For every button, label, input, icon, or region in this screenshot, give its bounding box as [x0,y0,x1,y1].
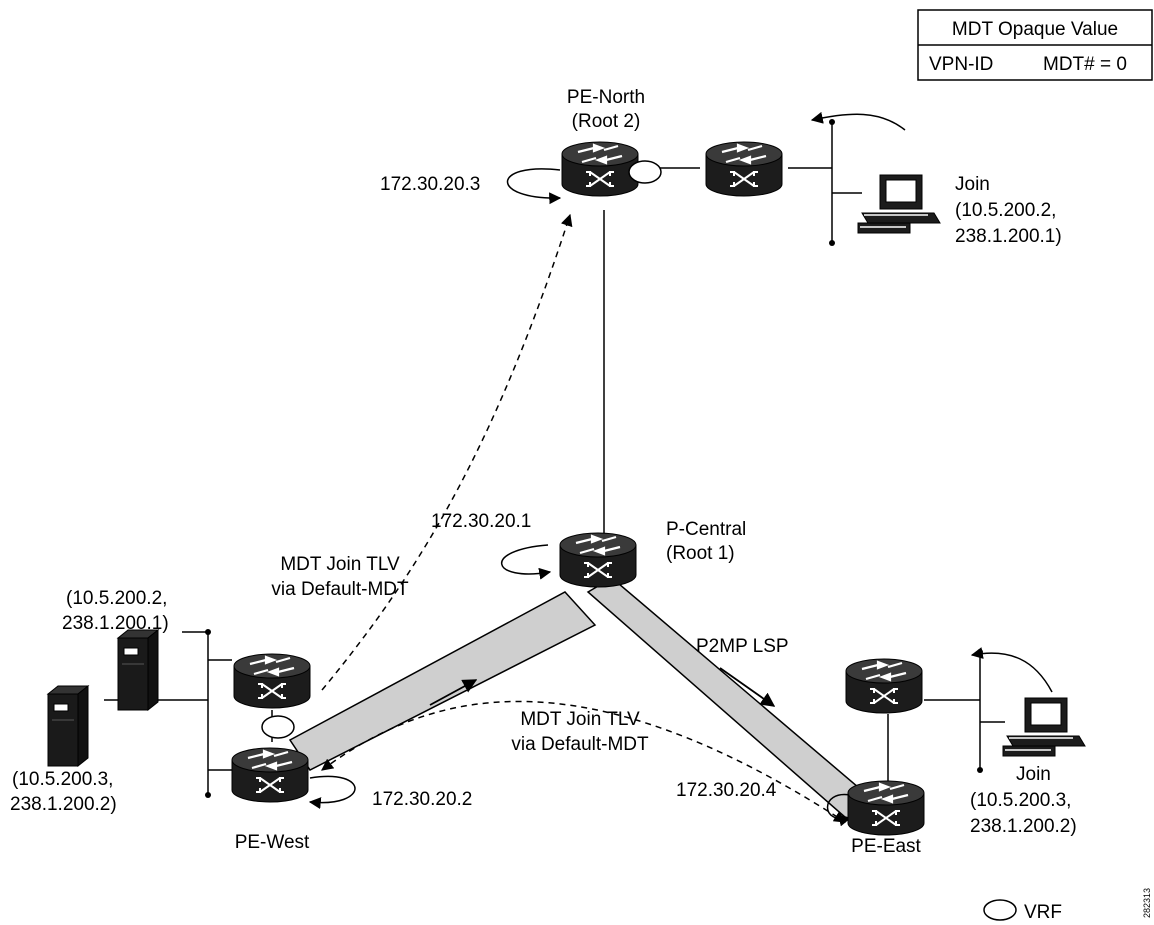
mdt-join-north-line2: via Default-MDT [271,579,409,600]
join-arrow-east [970,647,1053,693]
pe-north-role: (Root 2) [572,111,641,132]
receiver-east-line2: 238.1.200.2) [970,816,1077,837]
vrf-legend-label: VRF [1024,902,1062,923]
pe-west-name: PE-West [235,832,310,853]
workstation-icon-east [1002,697,1086,757]
mdt-join-path-east [321,700,847,823]
router-icon-pe-north [560,140,640,198]
source-upper-line2: 238.1.200.1) [62,613,169,634]
receiver-north-line1: (10.5.200.2, [955,200,1056,221]
table-header: MDT Opaque Value [952,19,1118,40]
vrf-icon-pe-north [628,160,662,184]
receiver-north-line2: 238.1.200.1) [955,226,1062,247]
receiver-east-action: Join [1016,764,1051,785]
mdt-join-path-north [321,213,573,691]
source-lower-line2: 238.1.200.2) [10,794,117,815]
mdt-join-east-line1: MDT Join TLV [520,709,640,730]
router-icon-ce-east [844,657,924,715]
mdt-opaque-value-table: MDT Opaque Value VPN-ID MDT# = 0 [917,9,1153,81]
vrf-icon-pe-west [261,715,295,739]
pe-north-name: PE-North [567,87,645,108]
p2mp-lsp-tube-west [288,591,597,771]
pe-east-name: PE-East [851,836,921,857]
p2mp-lsp-label: P2MP LSP [696,636,789,657]
receiver-north-action: Join [955,174,990,195]
pe-east-address: 172.30.20.4 [676,780,777,801]
pe-north-address: 172.30.20.3 [380,174,480,195]
source-upper-line1: (10.5.200.2, [66,588,167,609]
router-icon-pe-west [230,746,310,804]
router-icon-pe-east [846,779,926,837]
address-loops [308,168,852,827]
table-mdt-number: MDT# = 0 [1043,54,1127,75]
p-central-address: 172.30.20.1 [431,511,531,532]
receiver-east-line1: (10.5.200.3, [970,790,1071,811]
vrf-icon-legend [983,899,1017,921]
server-icon-upper [117,629,159,711]
figure-id: 282313 [1142,888,1152,918]
server-icon-lower [47,685,89,767]
mdt-join-east-line2: via Default-MDT [511,734,649,755]
mdt-join-paths [321,111,1053,823]
source-lower-line1: (10.5.200.3, [12,769,113,790]
pe-west-address: 172.30.20.2 [372,789,472,810]
p-central-name: P-Central [666,519,746,540]
p2mp-arrow-east [719,667,776,707]
router-icon-ce-north [704,140,784,198]
join-arrow-north [810,111,906,131]
router-icon-p-central [558,531,638,589]
workstation-icon-north [857,174,941,234]
mdt-join-north-line1: MDT Join TLV [280,554,400,575]
p-central-role: (Root 1) [666,543,735,564]
p2mp-arrow-west [429,679,478,706]
router-icon-ce-west [232,652,312,710]
table-vpn-id: VPN-ID [929,54,993,75]
